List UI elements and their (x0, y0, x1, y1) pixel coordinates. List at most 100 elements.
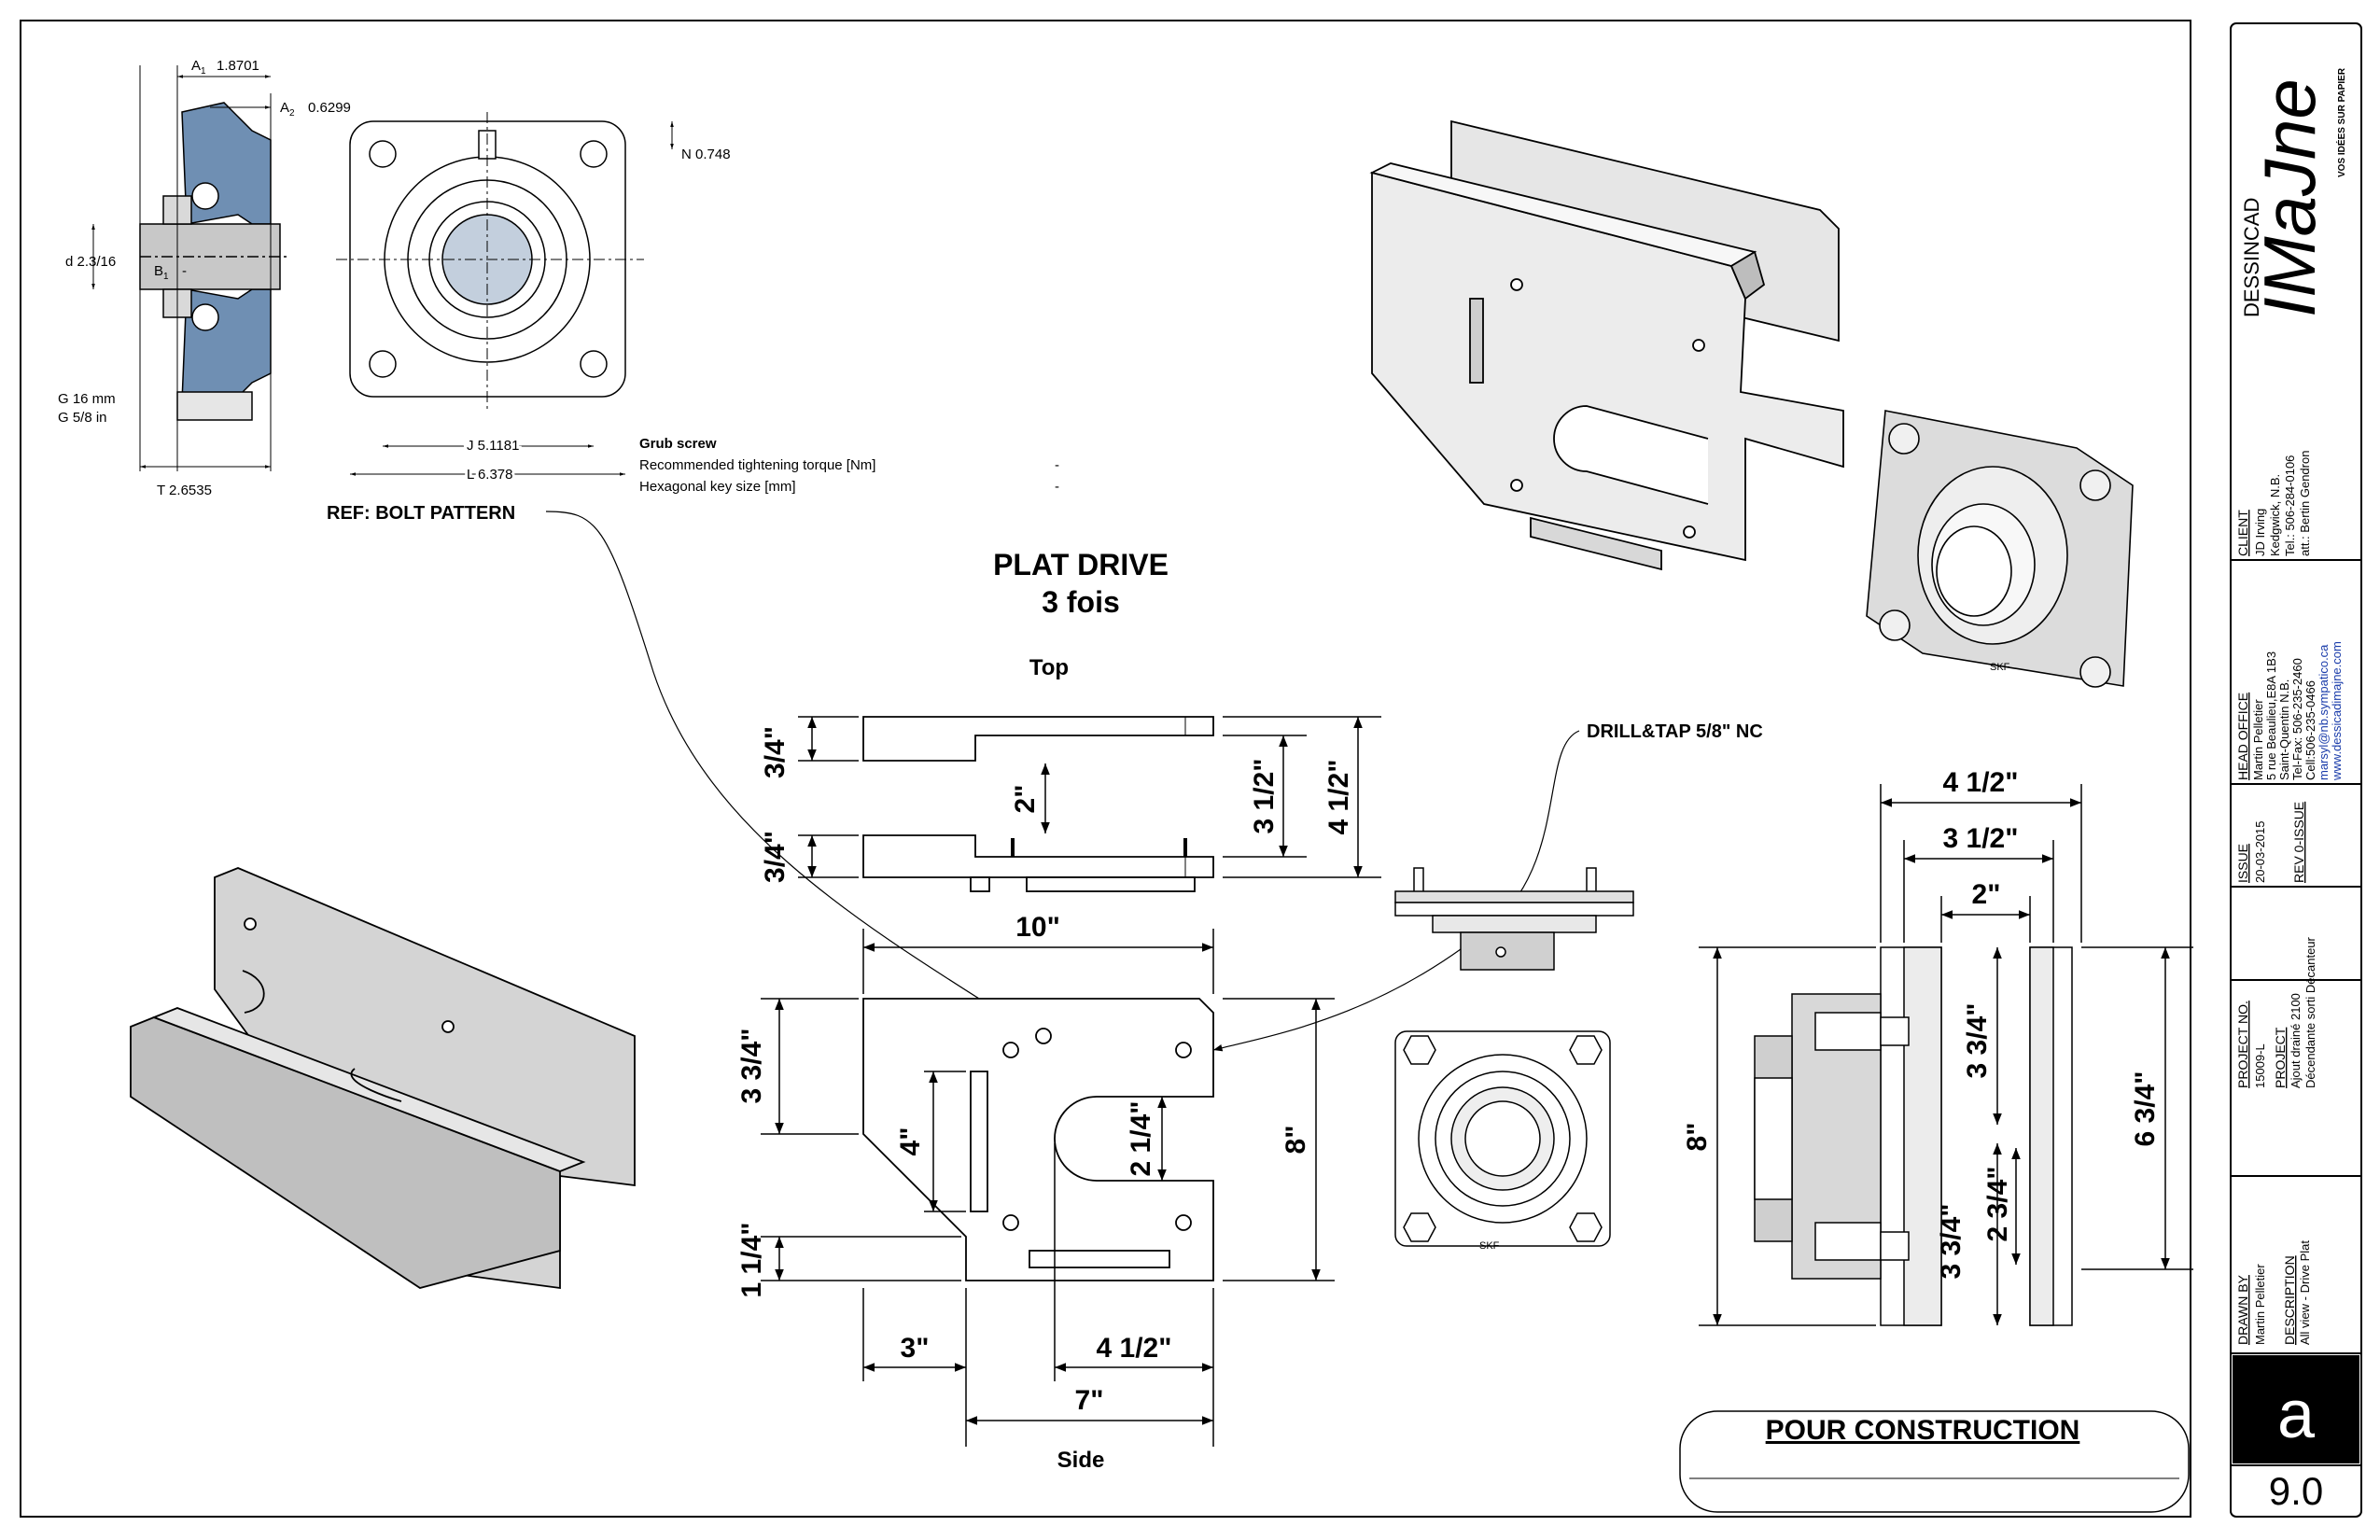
svg-text:Kedgwick, N.B.: Kedgwick, N.B. (2268, 474, 2282, 556)
dim-side-334: 3 3/4" (736, 1029, 767, 1104)
svg-text:15009-L: 15009-L (2253, 1043, 2267, 1088)
dim-top-312: 3 1/2" (1249, 759, 1280, 834)
dim-right-334a: 3 3/4" (1962, 1003, 1993, 1079)
svg-text:DRAWN BY: DRAWN BY (2235, 1274, 2250, 1345)
dim-right-312: 3 1/2" (1943, 823, 2019, 854)
dim-top-thickness-a: 3/4" (760, 726, 791, 778)
title-block (2230, 22, 2362, 1518)
dim-side-214: 2 1/4" (1126, 1101, 1156, 1177)
dim-side-114: 1 1/4" (736, 1223, 767, 1298)
svg-text:20-03-2015: 20-03-2015 (2253, 821, 2267, 884)
svg-text:Saint-Quentin N.B.: Saint-Quentin N.B. (2277, 679, 2291, 780)
bearing-side-view-small (1394, 867, 1634, 971)
dim-top-gap: 2" (1010, 785, 1041, 814)
svg-text:PROJECT NO.: PROJECT NO. (2235, 1001, 2250, 1088)
dim-right-8: 8" (1682, 1123, 1713, 1152)
client-block: CLIENT JD Irving Kedgwick, N.B. Tel.: 50… (2235, 451, 2312, 556)
svg-text:Cell:506-235-0466: Cell:506-235-0466 (2303, 680, 2317, 780)
drill-tap-callout: DRILL&TAP 5/8" NC (1587, 721, 1763, 742)
bearing-section-view (121, 65, 289, 471)
project-no-block: PROJECT NO. 15009-L PROJECT Ajout drainé… (2235, 936, 2317, 1088)
dim-g-in: G 5/8 in (58, 410, 107, 426)
head-office-block: HEAD OFFICE Martin Pelletier 5 rue Beaul… (2235, 641, 2344, 781)
side-view-plate (862, 998, 1214, 1281)
isometric-view-bottom-left (130, 867, 636, 1290)
top-view-dimensions (798, 716, 1381, 878)
dim-l: L 6.378 (467, 467, 513, 483)
top-view (862, 716, 1214, 892)
dim-right-634: 6 3/4" (2130, 1071, 2161, 1147)
svg-text:CLIENT: CLIENT (2235, 510, 2250, 556)
sheet-border (20, 20, 2191, 1518)
side-view-dimensions (761, 929, 1335, 1447)
dim-top-412: 4 1/2" (1323, 760, 1354, 835)
drawn-by-block: DRAWN BY Martin Pelletier DESCRIPTION Al… (2235, 1240, 2312, 1345)
svg-text:Ajout drainé 2100: Ajout drainé 2100 (2289, 993, 2303, 1088)
dim-side-10: 10" (1015, 912, 1060, 943)
svg-text:All view - Drive Plat: All view - Drive Plat (2298, 1240, 2312, 1345)
svg-text:marsyl@nb.sympatico.ca: marsyl@nb.sympatico.ca (2317, 644, 2331, 780)
dim-t: T 2.6535 (157, 483, 212, 498)
svg-text:Martin Pelletier: Martin Pelletier (2251, 699, 2265, 780)
sheet-number: 9.0 (2269, 1469, 2323, 1513)
svg-text:REV 0-ISSUE: REV 0-ISSUE (2291, 802, 2306, 883)
dim-right-234: 2 3/4" (1982, 1167, 2013, 1242)
svg-text:Décendante sorti Décanteur: Décendante sorti Décanteur (2303, 936, 2317, 1088)
grub-row-label: Hexagonal key size [mm] (639, 479, 796, 495)
dim-a2: 0.6299 (308, 100, 351, 116)
dim-a2-label: A2 (280, 100, 295, 119)
grub-row-label: Recommended tightening torque [Nm] (639, 457, 875, 473)
brand-logo: DESSINCAD IMaJne VOS IDÉES SUR PAPIER (2240, 67, 2347, 317)
svg-text:Tel-Fax: 506-235-2460: Tel-Fax: 506-235-2460 (2290, 658, 2304, 780)
bearing-front-view (336, 112, 644, 411)
dim-d: d 2.3/16 (65, 254, 116, 270)
construction-stamp-text: POUR CONSTRUCTION (1766, 1415, 2080, 1446)
drawing-title: PLAT DRIVE (993, 548, 1169, 581)
dim-top-thickness-b: 3/4" (760, 831, 791, 883)
dim-g-mm: G 16 mm (58, 391, 116, 407)
dim-right-412: 4 1/2" (1943, 767, 2019, 798)
sheet-letter-box (2233, 1355, 2359, 1463)
dim-a1: 1.8701 (217, 58, 259, 74)
dim-side-7: 7" (1075, 1385, 1104, 1416)
grub-row-value: - (1055, 479, 1059, 495)
svg-text:www.dessicadimajne.com: www.dessicadimajne.com (2330, 641, 2344, 781)
bearing-front-view-small: SKF (1394, 1030, 1611, 1252)
svg-text:SKF: SKF (1479, 1240, 1500, 1252)
isometric-bearing-view: SKF (1866, 410, 2134, 688)
grub-screw-title: Grub screw (639, 436, 717, 452)
svg-text:att.: Bertin Gendron: att.: Bertin Gendron (2298, 451, 2312, 556)
dim-side-8: 8" (1281, 1126, 1311, 1155)
isometric-view-top-right (1369, 119, 1844, 571)
svg-text:Martin Pelletier: Martin Pelletier (2253, 1264, 2267, 1345)
right-assembly-view (1754, 946, 2073, 1326)
svg-text:HEAD OFFICE: HEAD OFFICE (2235, 693, 2250, 780)
ref-bolt-pattern-callout: REF: BOLT PATTERN (327, 503, 515, 524)
svg-text:DESSINCAD: DESSINCAD (2240, 198, 2263, 317)
dim-b1: - (182, 263, 187, 279)
top-view-label: Top (1029, 655, 1069, 680)
dim-j: J 5.1181 (467, 438, 519, 454)
svg-text:5 rue Beaulieu,E8A 1B3: 5 rue Beaulieu,E8A 1B3 (2264, 651, 2278, 780)
issue-block: ISSUE 20-03-2015 REV 0-ISSUE (2235, 802, 2306, 883)
dim-side-4: 4" (895, 1127, 926, 1156)
dim-right-2: 2" (1972, 879, 2001, 910)
svg-text:IMaJne: IMaJne (2248, 78, 2331, 317)
drawing-subtitle: 3 fois (1042, 585, 1120, 619)
dim-side-3: 3" (901, 1333, 930, 1364)
svg-text:SKF: SKF (1990, 662, 2010, 673)
svg-text:VOS IDÉES SUR PAPIER: VOS IDÉES SUR PAPIER (2335, 67, 2347, 177)
svg-text:ISSUE: ISSUE (2235, 844, 2250, 883)
side-view-label: Side (1057, 1448, 1105, 1473)
svg-text:Tel.: 506-284-0106: Tel.: 506-284-0106 (2283, 455, 2297, 556)
dim-side-412: 4 1/2" (1097, 1333, 1172, 1364)
svg-text:PROJECT: PROJECT (2273, 1027, 2288, 1088)
dim-a1-label: A1 (191, 58, 206, 77)
right-assembly-dimensions (1699, 784, 2193, 1326)
sheet-letter: a (2277, 1378, 2316, 1452)
ref-leader-line (545, 511, 1046, 1042)
dim-n: N 0.748 (681, 147, 731, 162)
construction-stamp (1679, 1410, 2190, 1513)
grub-row-value: - (1055, 457, 1059, 473)
